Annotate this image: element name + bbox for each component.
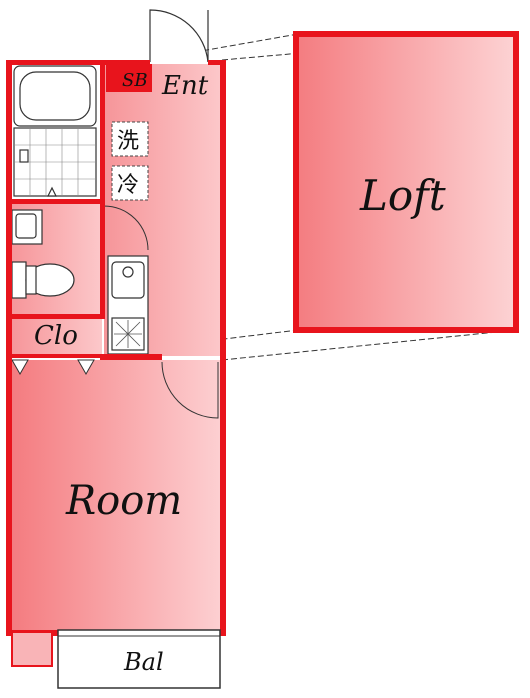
wall-closet-bottom	[6, 354, 105, 358]
stove-grate	[114, 320, 142, 348]
sink-drain	[122, 266, 134, 278]
closet-label: Clo	[34, 321, 78, 351]
closet-area	[10, 318, 102, 356]
loft	[293, 31, 519, 333]
wall-room-top	[100, 354, 162, 360]
bathroom	[13, 65, 97, 197]
wall-bath-right	[100, 60, 105, 204]
entrance-door	[149, 9, 209, 63]
wall-outer-left	[6, 60, 12, 636]
washer-label: 洗	[117, 129, 139, 154]
washer-space	[111, 121, 149, 157]
sink	[111, 261, 145, 299]
fridge-space	[111, 165, 149, 201]
entrance-label: Ent	[161, 71, 209, 101]
wall-toilet-bottom	[6, 314, 105, 319]
fridge-label: 冷	[117, 173, 139, 198]
loft-label: Loft	[359, 171, 446, 220]
toilet-fixtures	[11, 209, 75, 299]
interior-doors	[103, 205, 219, 419]
toilet-tank	[11, 261, 27, 299]
shoe-box	[106, 64, 152, 92]
balcony-label: Bal	[123, 648, 164, 676]
wall-outer-top-right	[208, 60, 226, 65]
wall-bath-bottom	[6, 199, 105, 204]
closet-door-markers	[11, 359, 95, 376]
wall-outer-right	[220, 60, 226, 636]
wall-toilet-right	[100, 204, 105, 316]
column	[11, 631, 53, 667]
appliance-boxes	[111, 121, 149, 201]
wash-basin-bowl	[15, 213, 37, 239]
kitchen	[107, 255, 149, 355]
room-floor	[10, 360, 222, 632]
faucet	[19, 149, 29, 163]
room-label: Room	[65, 478, 182, 524]
room-door	[161, 361, 219, 419]
toilet-door	[103, 205, 149, 251]
shoe-box-label: SB	[122, 70, 148, 91]
bathtub-inner	[19, 71, 91, 121]
wall-outer-top-left	[6, 60, 150, 65]
toilet-seat-back	[25, 265, 37, 295]
balcony	[57, 629, 221, 689]
bath-door-marker	[47, 186, 57, 197]
